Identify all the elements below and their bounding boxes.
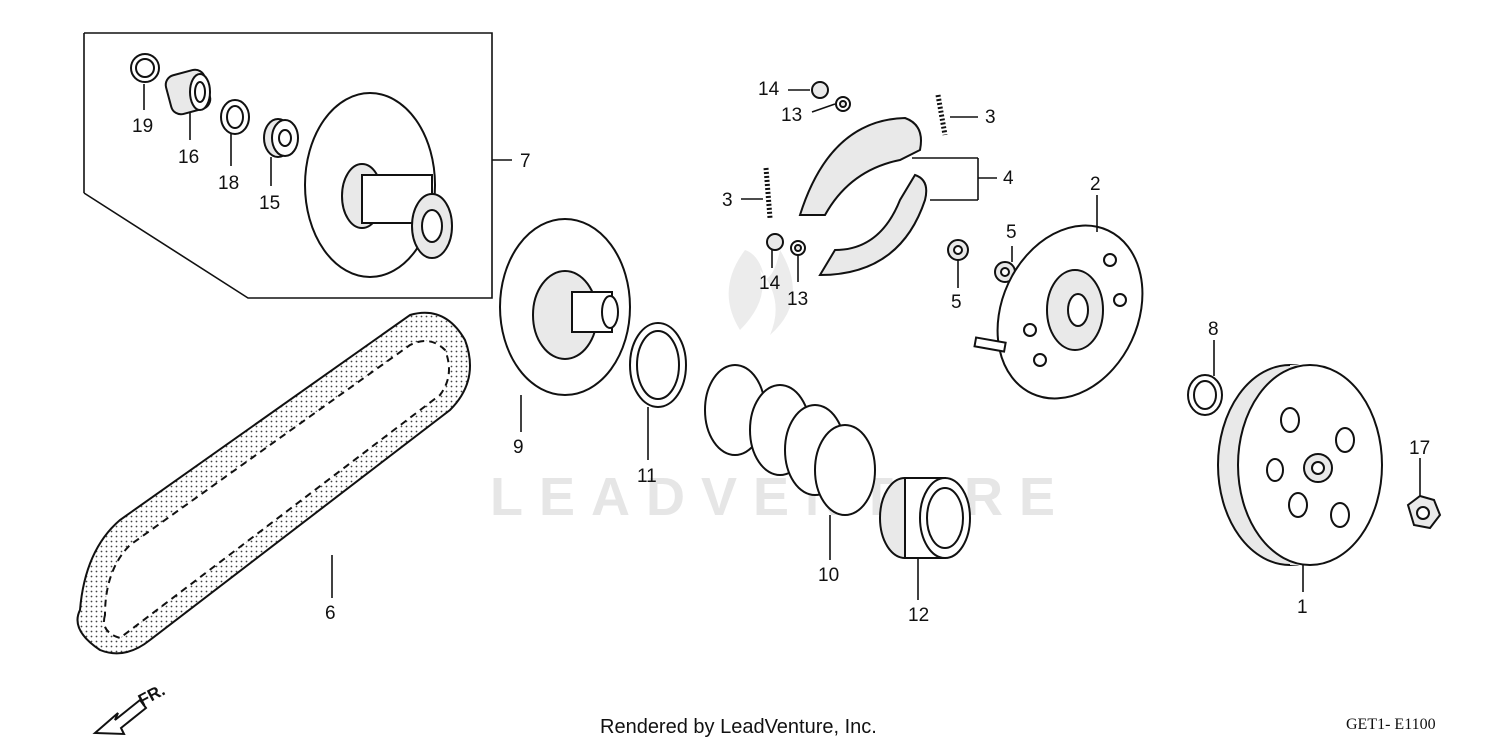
part-19-circlip bbox=[130, 53, 160, 110]
callout-13-bottom: 13 bbox=[787, 289, 808, 310]
callout-18: 18 bbox=[218, 173, 239, 194]
callout-16: 16 bbox=[178, 147, 199, 168]
render-credit: Rendered by LeadVenture, Inc. bbox=[600, 716, 877, 738]
callout-10: 10 bbox=[818, 565, 839, 586]
part-5-collar-left bbox=[947, 239, 969, 288]
callout-5-left: 5 bbox=[951, 292, 962, 313]
part-10-spring bbox=[704, 364, 876, 560]
callout-9: 9 bbox=[513, 437, 524, 458]
callout-19: 19 bbox=[132, 116, 153, 137]
part-16-needle-bearing bbox=[164, 68, 212, 140]
part-3-spring-upper bbox=[935, 94, 978, 136]
part-3-spring-lower bbox=[741, 167, 773, 219]
part-15-bearing bbox=[263, 118, 299, 186]
callout-12: 12 bbox=[908, 605, 929, 626]
callout-3-top: 3 bbox=[985, 107, 996, 128]
part-12-collar bbox=[879, 477, 971, 600]
part-13-washer-bottom bbox=[790, 240, 806, 282]
diagram-code: GET1- E1100 bbox=[1346, 716, 1436, 733]
part-14-collar-bottom bbox=[766, 233, 784, 268]
part-18-circlip bbox=[220, 99, 250, 166]
callout-4: 4 bbox=[1003, 168, 1014, 189]
callout-15: 15 bbox=[259, 193, 280, 214]
callout-labels: 19 16 18 15 7 6 9 11 10 12 14 13 3 4 3 1… bbox=[132, 79, 1430, 626]
part-9-drive-plate bbox=[499, 218, 631, 432]
callout-3-bottom: 3 bbox=[722, 190, 733, 211]
part-2-clutch-plate bbox=[973, 195, 1144, 400]
part-8-circlip bbox=[1187, 340, 1223, 416]
part-14-collar-top bbox=[788, 81, 829, 99]
callout-14-top: 14 bbox=[758, 79, 780, 100]
part-6-drive-belt bbox=[76, 311, 471, 655]
part-1-clutch-outer bbox=[1217, 364, 1383, 592]
callout-7: 7 bbox=[520, 151, 531, 172]
callout-14-bottom: 14 bbox=[759, 273, 781, 294]
part-7-driven-face bbox=[304, 92, 453, 278]
assembly-box bbox=[83, 32, 512, 299]
callout-6: 6 bbox=[325, 603, 336, 624]
callout-2: 2 bbox=[1090, 174, 1101, 195]
part-17-nut bbox=[1406, 458, 1442, 530]
part-4-clutch-shoes bbox=[798, 116, 997, 277]
callout-11: 11 bbox=[637, 466, 657, 487]
callout-5-right: 5 bbox=[1006, 222, 1017, 243]
callout-1: 1 bbox=[1297, 597, 1308, 618]
watermark-text: LEADVENTURE bbox=[490, 467, 1071, 527]
callout-8: 8 bbox=[1208, 319, 1219, 340]
part-11-ring bbox=[629, 322, 687, 460]
callout-17: 17 bbox=[1409, 438, 1430, 459]
callout-13-top: 13 bbox=[781, 105, 802, 126]
front-direction-arrow: FR. bbox=[92, 680, 168, 736]
part-13-washer-top bbox=[811, 96, 851, 113]
